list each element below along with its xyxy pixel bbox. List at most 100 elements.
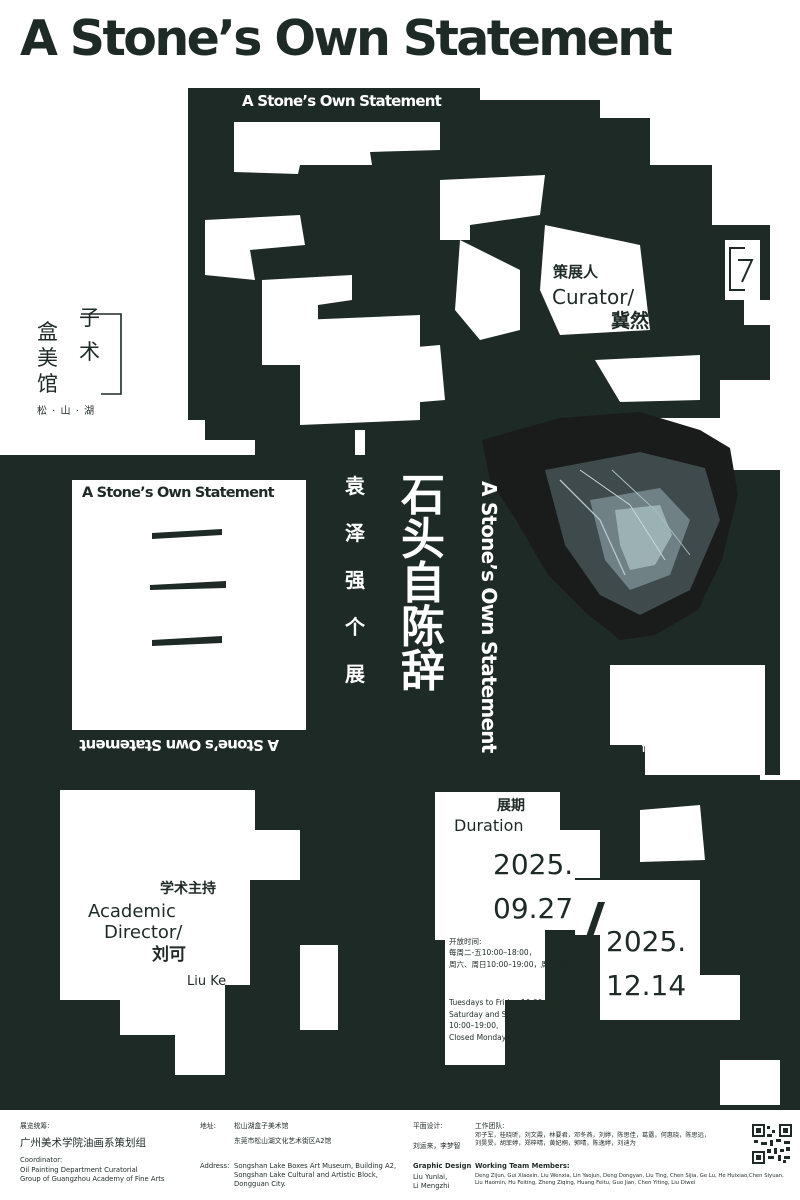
academic-role-en-2: Director/	[104, 922, 183, 943]
logo-char: 盒	[37, 320, 58, 344]
organizer-cn: 广州美术学院油画系策划组	[20, 1137, 146, 1149]
team-cn: 邓子军，桂晓昕，刘文霞，林要君，邓冬燕，刘婷，陈思佳，葛露，何惠晓，陈思远， 刘…	[475, 1132, 710, 1149]
opening-hours-en: Tuesdays to Friday 10:00–18:00 Saturday …	[449, 997, 568, 1044]
subtitle-middle: A Stone’s Own Statement	[82, 485, 275, 501]
hours-cn-line: 每周二-五10:00–18:00，	[449, 948, 537, 958]
artist-role-cn: 艺术家	[637, 668, 679, 684]
start-date: 09.27	[493, 892, 574, 925]
stroke-cut	[610, 665, 765, 775]
address-label-cn: 地址:	[200, 1122, 216, 1130]
opening-hours-cn: 开放时间: 每周二-五10:00–18:00， 周六、周日10:00–19:00…	[449, 936, 571, 970]
hours-en-line: Tuesdays to Friday 10:00–18:00	[449, 998, 568, 1007]
qr-code[interactable]	[752, 1124, 792, 1164]
stroke-cut	[540, 225, 650, 335]
subtitle-upside-down: A Stone’s Own Statement	[80, 736, 280, 754]
coordinator-label: Coordinator:	[20, 1156, 63, 1164]
artist-name-en: Yuan Zeqiang	[639, 738, 741, 756]
team-en: Deng Zijun, Gui Xiaoxin, Liu Wenxia, Lin…	[475, 1173, 784, 1187]
title-cn-char: 陈	[401, 602, 445, 653]
logo-char: 子	[79, 306, 100, 330]
address-cn-line: 松山湖盒子美术馆	[234, 1122, 289, 1130]
start-year: 2025.	[493, 848, 574, 881]
subtitle-vertical: A Stone’s Own Statement	[477, 481, 501, 753]
logo-location: 松 · 山 · 湖	[37, 406, 96, 417]
duration-label-cn: 展期	[497, 798, 525, 814]
solo-char: 展	[345, 662, 365, 686]
team-cn-line: 邓子军，桂晓昕，刘文霞，林要君，邓冬燕，刘婷，陈思佳，葛露，何惠晓，陈思远，	[475, 1132, 711, 1139]
team-en-line: Liu Haomin, Hu Feiting, Zheng Ziqing, Hu…	[475, 1180, 696, 1187]
coordinator-line: Group of Guangzhou Academy of Fine Arts	[20, 1175, 165, 1184]
curator-role-en: Curator/	[552, 285, 635, 309]
frame-glyph	[729, 247, 754, 291]
solo-char: 个	[345, 615, 365, 639]
poster-title: A Stone’s Own Statement	[20, 10, 673, 67]
stroke-cut	[435, 792, 600, 1065]
design-en-line: Li Mengzhi	[413, 1182, 450, 1191]
design-label-en: Graphic Design	[413, 1162, 472, 1170]
logo-char: 术	[79, 340, 100, 364]
stroke-cut	[595, 355, 700, 402]
hours-en-line: 10:00–19:00,	[449, 1021, 499, 1031]
hours-cn-line: 周六、周日10:00–19:00，周一闭馆	[449, 959, 571, 969]
museum-logo-frame	[81, 313, 122, 395]
stroke-cut	[725, 240, 760, 300]
address-cn: 松山湖盒子美术馆 东莞市松山湖文化艺术街区A2馆	[234, 1122, 331, 1146]
curator-name-cn: 冀然	[611, 310, 650, 332]
solo-char: 袁	[345, 474, 365, 498]
hours-en-line: Closed Mondays	[449, 1032, 511, 1042]
academic-role-cn: 学术主持	[160, 881, 216, 897]
duration-label-en: Duration	[454, 816, 524, 835]
title-cn-char: 辞	[401, 646, 445, 697]
design-cn: 刘运来，李梦智	[413, 1142, 461, 1150]
stroke-cut	[455, 240, 520, 340]
artist-name-cn: 袁泽强	[684, 711, 742, 733]
title-cn-vertical: 石 头 自 陈 辞	[398, 474, 448, 694]
address-cn-line: 东莞市松山湖文化艺术街区A2馆	[234, 1137, 332, 1146]
address-en-line: Dongguan City.	[234, 1180, 286, 1189]
curator-role-cn: 策展人	[553, 263, 599, 281]
stroke-cut	[234, 122, 440, 174]
address-en-line: Songshan Lake Boxes Art Museum, Building…	[234, 1162, 397, 1170]
stroke-cut	[72, 480, 306, 730]
logo-char: 美	[37, 346, 58, 370]
address-label-en: Address:	[200, 1162, 230, 1170]
stroke-cut	[720, 1060, 780, 1105]
team-label-en: Working Team Members:	[475, 1162, 570, 1170]
academic-name-en: Liu Ke	[187, 974, 227, 989]
academic-name-cn: 刘可	[152, 945, 186, 965]
stroke-cut	[382, 345, 445, 405]
stroke-cut	[575, 880, 740, 1020]
solo-char: 强	[345, 568, 365, 592]
title-cn-char: 石	[401, 470, 445, 521]
coordinator-en: Oil Painting Department Curatorial Group…	[20, 1166, 164, 1184]
dash-strokes	[150, 529, 226, 646]
address-en: Songshan Lake Boxes Art Museum, Building…	[234, 1162, 396, 1190]
design-en: Liu Yunlai, Li Mengzhi	[413, 1173, 449, 1191]
academic-role-en-1: Academic	[88, 901, 176, 922]
solo-char: 泽	[345, 521, 365, 545]
team-cn-line: 刘昊旻，胡菲婷，郑梓晴，黄妃桐，郭晴，陈逸婷，刘迪为	[475, 1140, 636, 1148]
stroke-cut	[640, 805, 705, 862]
hours-en-line: Saturday and Sunday	[449, 1009, 530, 1019]
title-cn-char: 自	[401, 558, 445, 609]
stone-image	[482, 412, 738, 640]
logo-char: 馆	[37, 372, 58, 396]
subtitle-top: A Stone’s Own Statement	[242, 92, 442, 110]
title-cn-char: 头	[401, 514, 445, 565]
museum-logo: 盒 子 美 术 馆 松 · 山 · 湖	[33, 300, 123, 425]
team-label-cn: 工作团队:	[475, 1122, 505, 1130]
organizer-label: 展览统筹:	[20, 1122, 50, 1130]
address-en-line: Songshan Lake Cultural and Artistic Bloc…	[234, 1171, 378, 1180]
hours-cn-line: 开放时间:	[449, 937, 482, 946]
stroke-cut	[300, 945, 338, 1030]
stroke-cut	[205, 215, 305, 280]
design-label-cn: 平面设计:	[413, 1122, 443, 1130]
artist-role-en: Artist/	[684, 687, 742, 709]
coordinator-line: Oil Painting Department Curatorial	[20, 1166, 138, 1174]
artist-solo-vertical: 袁 泽 强 个 展	[340, 476, 370, 684]
design-en-line: Liu Yunlai,	[413, 1173, 448, 1181]
end-year: 2025.	[606, 925, 687, 958]
end-date: 12.14	[606, 969, 687, 1002]
